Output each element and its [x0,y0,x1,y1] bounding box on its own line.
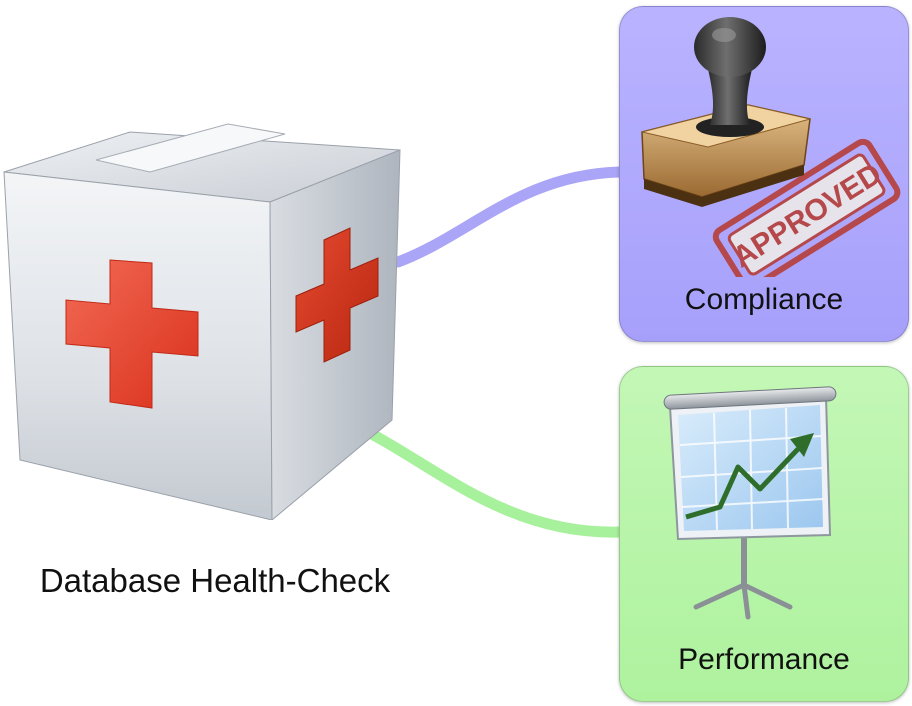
presentation-chart-icon [663,386,837,620]
performance-label: Performance [678,643,850,676]
compliance-label: Compliance [684,283,844,316]
connector-compliance [392,166,625,268]
first-aid-kit-icon [3,123,401,520]
connector-performance [362,426,625,538]
node-performance[interactable]: Performance [619,366,909,702]
root-label: Database Health-Check [39,562,391,599]
approved-stamp-icon: APPROVED [641,17,901,277]
node-compliance[interactable]: APPROVED Compliance [619,6,909,342]
